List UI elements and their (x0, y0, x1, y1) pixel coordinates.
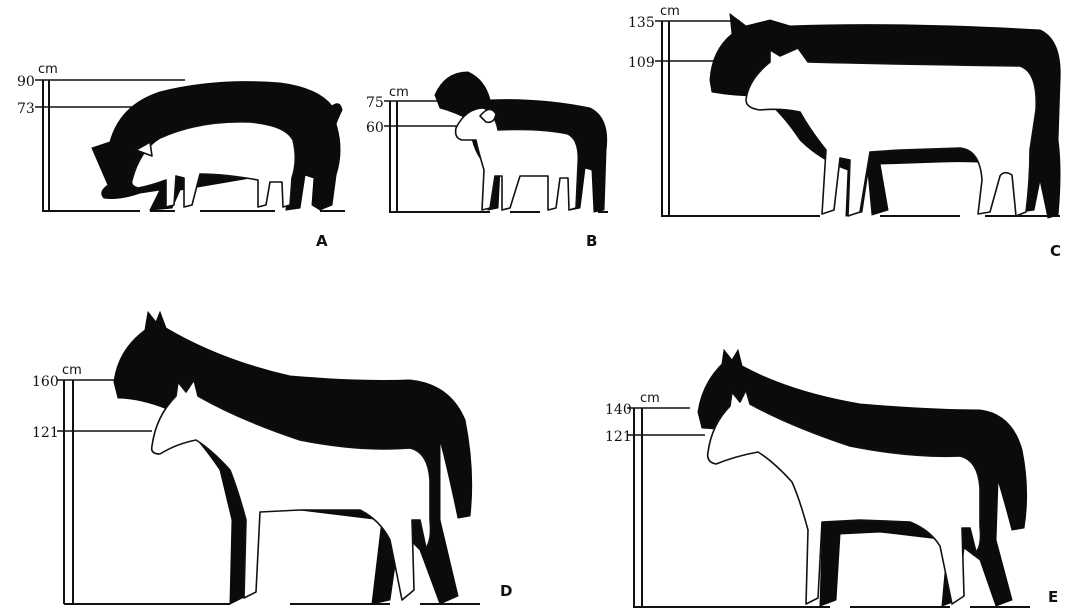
panel-a-upper-tick: 90 (17, 74, 35, 90)
panel-e-lower-tick: 121 (605, 429, 632, 445)
panel-c-unit: cm (660, 4, 680, 19)
panel-b-letter: B (586, 232, 597, 250)
panel-c-lower-tick: 109 (628, 55, 655, 71)
panel-d-unit: cm (62, 363, 82, 378)
panel-b: cm 75 60 B (366, 72, 608, 250)
panel-e-letter: E (1048, 588, 1058, 606)
panel-d: cm 160 121 D (32, 312, 512, 604)
panel-c-small-cattle-outline (746, 48, 1036, 216)
panel-e-upper-tick: 140 (605, 402, 632, 418)
panel-b-unit: cm (389, 85, 409, 100)
panel-a-lower-tick: 73 (17, 101, 35, 117)
panel-c-upper-tick: 135 (628, 15, 655, 31)
panel-c-letter: C (1050, 242, 1061, 260)
panel-d-lower-tick: 121 (32, 425, 59, 441)
panel-d-upper-tick: 160 (32, 374, 59, 390)
panel-e-unit: cm (640, 391, 660, 406)
panel-b-upper-tick: 75 (366, 95, 384, 111)
panel-a-unit: cm (38, 62, 58, 77)
panel-d-letter: D (500, 582, 512, 600)
panel-a: cm 90 73 A (17, 62, 345, 250)
panel-c: cm 135 109 C (628, 4, 1061, 260)
panel-e: cm 140 121 E (605, 350, 1058, 608)
panel-a-letter: A (316, 232, 328, 250)
panel-b-lower-tick: 60 (366, 120, 384, 136)
